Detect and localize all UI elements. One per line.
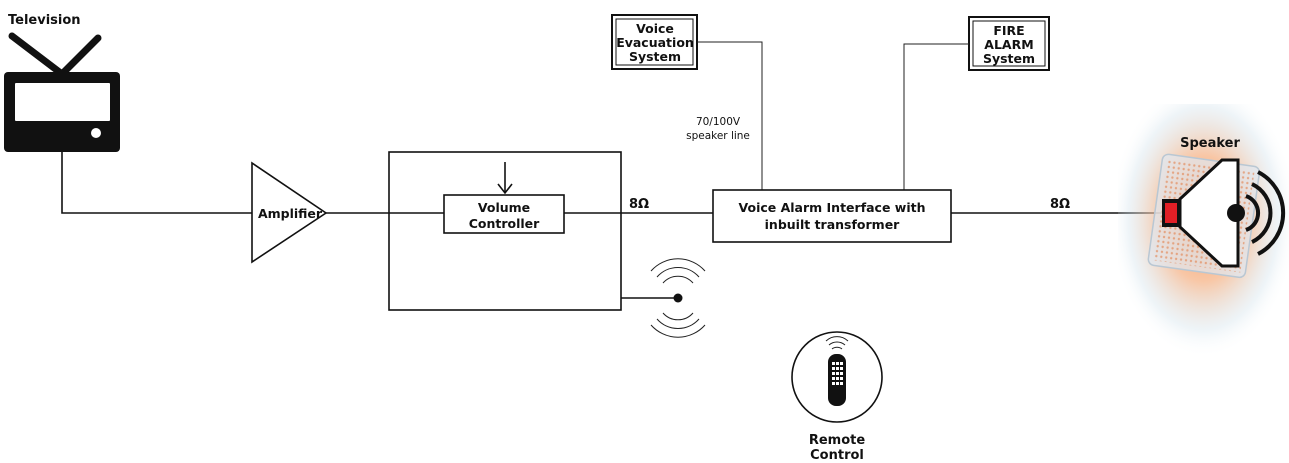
- remote-control-icon: [825, 336, 849, 406]
- television-icon: [4, 32, 120, 152]
- voice-evacuation-system-node: Voice Evacuation System: [611, 14, 698, 70]
- speaker-icon: [1147, 153, 1286, 279]
- remote-label-line1: Remote: [809, 433, 866, 448]
- voice-alarm-label-line2: inbuilt transformer: [765, 217, 901, 232]
- fire-alarm-label-line1: FIRE: [993, 23, 1024, 38]
- remote-label-line2: Control: [810, 448, 864, 463]
- voice-evac-to-interface-wire: [697, 41, 763, 190]
- ohm-right-label: 8Ω: [1050, 197, 1070, 212]
- speaker-node: Speaker: [1118, 104, 1289, 358]
- amplifier-triangle: [251, 161, 328, 264]
- volume-controller-label-line1: Volume: [478, 200, 530, 215]
- volume-controller-label-line2: Controller: [469, 216, 540, 231]
- ohm-left-label: 8Ω: [629, 197, 649, 212]
- fire-alarm-label-line2: ALARM: [984, 37, 1033, 52]
- voice-alarm-label-line1: Voice Alarm Interface with: [738, 200, 925, 215]
- voice-evac-label-line3: System: [629, 49, 681, 64]
- tv-to-amplifier-wire: [61, 152, 252, 214]
- voice-evac-label-line1: Voice: [636, 21, 674, 36]
- television-label: Television: [8, 13, 81, 28]
- voice-alarm-interface-node: Voice Alarm Interface with inbuilt trans…: [712, 189, 952, 243]
- speaker-label: Speaker: [1180, 136, 1240, 151]
- speaker-line-label-2: speaker line: [686, 130, 750, 142]
- fire-alarm-system-node: FIRE ALARM System: [968, 16, 1050, 71]
- fire-alarm-label-line3: System: [983, 51, 1035, 66]
- volume-adjust-arrow-icon: [497, 162, 513, 195]
- amplifier-label: Amplifier: [258, 206, 323, 221]
- volume-controller-node: Volume Controller: [443, 194, 565, 234]
- television-node: Television: [4, 13, 120, 152]
- volume-control-enclosure: [388, 151, 622, 311]
- speaker-line-label-1: 70/100V: [696, 116, 741, 128]
- amplifier-node: Amplifier: [251, 161, 328, 264]
- remote-control-node: Remote Control: [791, 331, 883, 463]
- voice-evac-label-line2: Evacuation: [616, 35, 694, 50]
- fire-alarm-to-interface-wire: [903, 43, 969, 190]
- wireless-signal-icon: [650, 258, 706, 338]
